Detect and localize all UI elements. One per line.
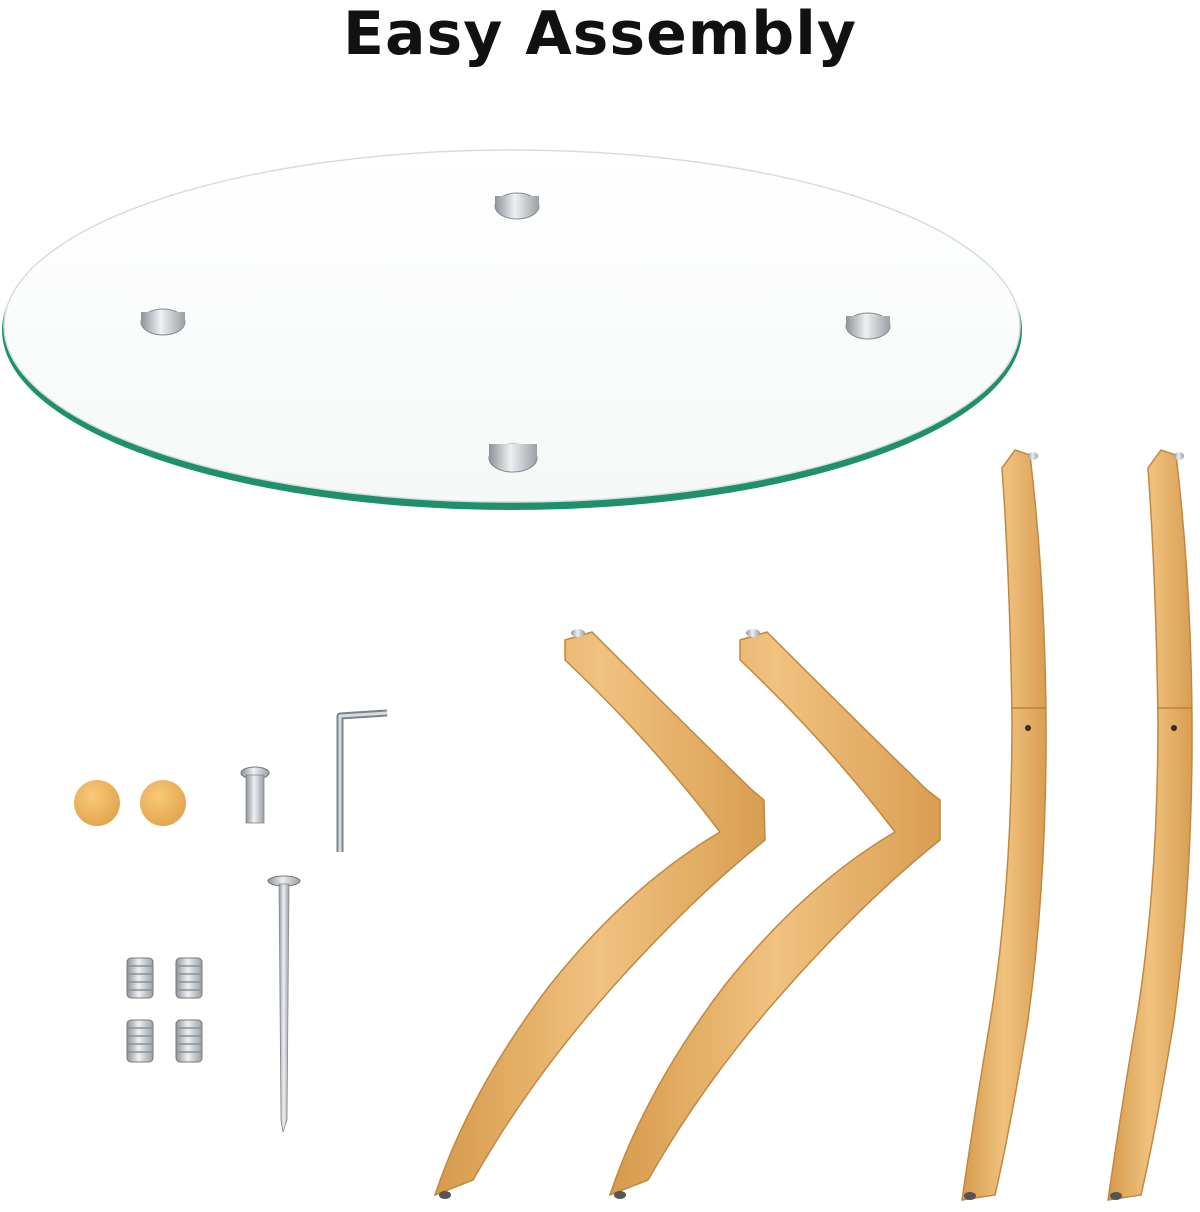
leg-cap-icon [140,780,186,826]
nail-icon [267,875,301,1133]
tabletop-mount-icon [140,308,186,336]
threaded-insert-icon [126,1019,154,1063]
tabletop-mount-icon [845,312,891,340]
bolt-icon [240,766,270,824]
leg-cap-icon [74,780,120,826]
wooden-leg-icon [1107,449,1193,1201]
tabletop-mount-icon [488,443,538,473]
wooden-leg-icon [433,629,766,1199]
threaded-insert-icon [126,957,154,999]
page-title: Easy Assembly [343,0,857,69]
tabletop-mount-icon [494,192,540,220]
hex-key-icon [336,709,388,852]
threaded-insert-icon [175,957,203,999]
wooden-leg-icon [961,449,1047,1201]
glass-tabletop-icon [2,149,1022,510]
threaded-insert-icon [175,1019,203,1063]
wooden-leg-icon [608,629,941,1199]
